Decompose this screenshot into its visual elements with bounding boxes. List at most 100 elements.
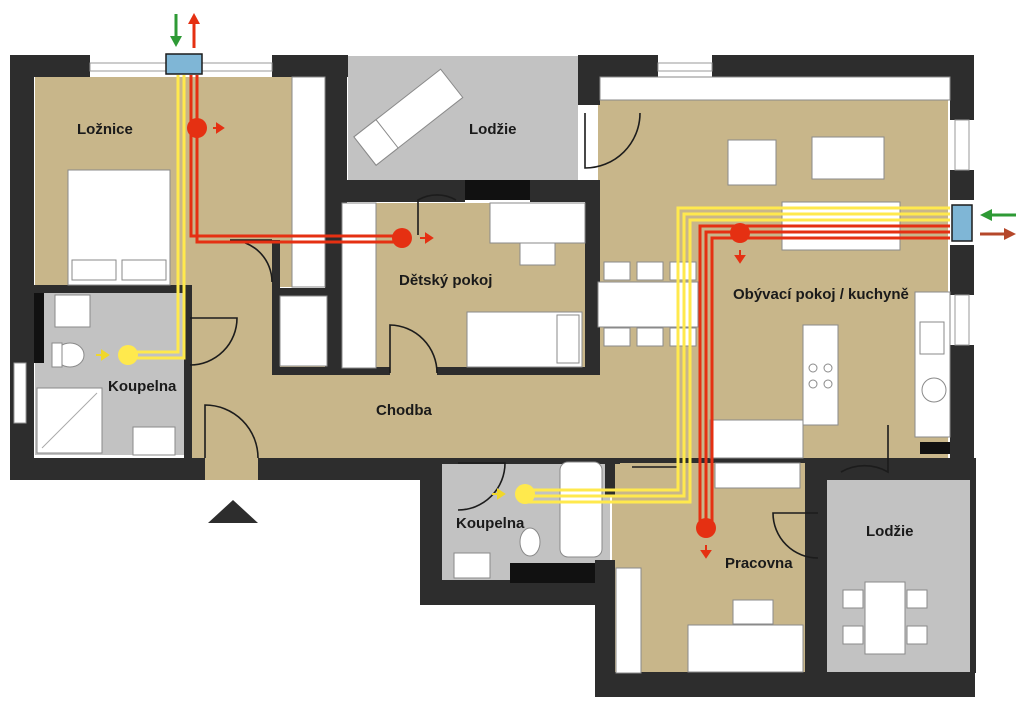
door <box>584 112 641 169</box>
room-label-koupelna-left: Koupelna <box>108 378 177 395</box>
wall <box>420 580 615 605</box>
hall-wardrobe <box>279 295 328 367</box>
room-label-lodzie-top: Lodžie <box>469 121 517 138</box>
furniture <box>36 68 951 674</box>
desk <box>687 624 804 673</box>
sink <box>919 321 945 355</box>
wall <box>595 560 615 695</box>
red-dot-icon <box>187 118 207 138</box>
toilet <box>519 527 541 557</box>
wall <box>950 245 974 295</box>
red-arrow-icon <box>700 545 712 559</box>
exhaust-points <box>187 118 750 538</box>
wall <box>578 55 658 77</box>
patio-chair <box>842 625 864 645</box>
green-arrow-icon <box>980 209 992 221</box>
wall <box>950 170 974 200</box>
yellow-arrow-icon <box>492 488 506 500</box>
sink <box>132 426 176 456</box>
wall <box>920 442 950 454</box>
toilet-tank <box>51 342 63 368</box>
cabinet <box>714 462 801 489</box>
green-arrow-icon <box>170 36 182 47</box>
wall <box>465 180 530 200</box>
red-arrow-icon <box>188 13 200 24</box>
sunbed <box>353 68 464 166</box>
chair <box>732 599 774 625</box>
wall <box>440 458 620 464</box>
wall <box>712 55 974 77</box>
room-label-loznice: Ložnice <box>77 121 133 138</box>
supply-ducts <box>128 75 950 504</box>
door <box>417 194 457 235</box>
bathtub <box>559 461 603 558</box>
small-arrows <box>96 122 746 559</box>
room-label-chodba: Chodba <box>376 402 432 419</box>
counter-top <box>599 76 951 101</box>
patio-chair <box>906 625 928 645</box>
dining-table <box>597 281 699 328</box>
wall <box>420 458 442 603</box>
pillow <box>121 259 167 281</box>
wall <box>280 367 345 375</box>
door <box>229 239 273 283</box>
room-label-pracovna: Pracovna <box>725 555 793 572</box>
pillow <box>556 314 580 364</box>
yellow-dot-icon <box>515 484 535 504</box>
red-arrow-icon <box>420 232 434 244</box>
air-flow-arrows <box>170 13 1016 240</box>
kitchen-lower <box>709 419 804 459</box>
room-label-obyvaci: Obývací pokoj / kuchyně <box>733 286 909 303</box>
washer <box>921 377 947 403</box>
room-label-lodzie-right: Lodžie <box>866 523 914 540</box>
wall <box>805 458 827 673</box>
patio-chair <box>906 589 928 609</box>
wall <box>10 458 205 480</box>
wall <box>585 180 600 375</box>
window <box>13 362 27 424</box>
kitchen-island <box>802 324 839 426</box>
dining-chair <box>636 327 664 347</box>
room-label-detsky-pokoj: Dětský pokoj <box>399 272 493 289</box>
red-dot-icon <box>730 223 750 243</box>
wall <box>34 285 184 293</box>
door <box>204 404 259 459</box>
red-dot-icon <box>392 228 412 248</box>
wardrobe <box>291 76 326 288</box>
dining-chair <box>636 261 664 281</box>
door <box>772 512 819 559</box>
dining-chair <box>603 327 631 347</box>
wall <box>950 345 974 480</box>
red-dot-icon <box>696 518 716 538</box>
vent-unit-top <box>165 53 203 75</box>
dining-chair <box>603 261 631 281</box>
wall <box>258 458 423 480</box>
coffee-table <box>811 136 885 180</box>
yellow-dot-icon <box>118 345 138 365</box>
wall <box>184 285 192 460</box>
wall <box>345 180 465 202</box>
pillow <box>71 259 117 281</box>
wall <box>345 367 390 375</box>
kitchen-counter <box>914 291 951 438</box>
wall <box>950 55 974 120</box>
window <box>657 62 713 72</box>
wall <box>437 367 587 375</box>
yellow-arrow-icon <box>96 349 110 361</box>
vent-unit-right <box>951 204 973 242</box>
wall <box>805 458 975 480</box>
window <box>954 119 970 171</box>
window <box>954 294 970 346</box>
wall <box>34 293 44 363</box>
wall <box>272 240 280 375</box>
armchair <box>727 139 777 186</box>
red-arrow-icon <box>734 250 746 264</box>
door <box>840 425 889 474</box>
red-arrow-icon <box>213 122 225 134</box>
patio-chair <box>842 589 864 609</box>
wall <box>510 563 605 583</box>
sink <box>453 552 491 579</box>
desk <box>489 202 586 244</box>
entrance-triangle-icon <box>208 500 258 523</box>
